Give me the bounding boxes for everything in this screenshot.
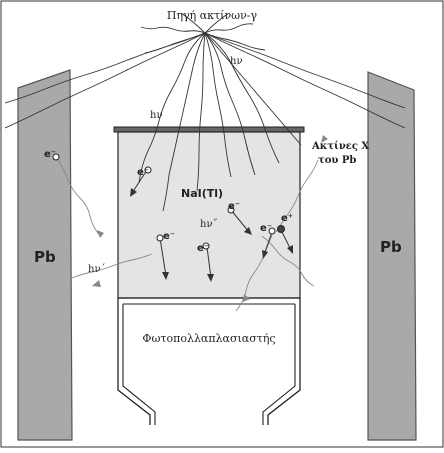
lead-shield-left [17, 69, 73, 441]
nai-crystal [117, 131, 301, 299]
detector-top-cap [113, 126, 305, 133]
source-label: Πηγή ακτίνων-γ [167, 9, 258, 22]
crystal-label: NaI(Tl) [181, 187, 223, 200]
electron-label-a: e⁻ [137, 167, 149, 178]
photon-label-hv-prime: hν´ [88, 264, 106, 275]
interaction-points [52, 153, 276, 250]
photon-label-hv1: hν [150, 110, 163, 121]
positron-point [277, 225, 285, 233]
photomultiplier-label: Φωτοπολλαπλασιαστής [142, 332, 275, 345]
xray-label-line2: του Pb [318, 155, 356, 166]
lead-shield-right [367, 71, 417, 441]
lead-left-label: Pb [34, 248, 56, 266]
gamma-rays-outward [4, 32, 406, 146]
electron-label-lead: e⁻ [44, 149, 56, 160]
electron-track-arrowheads [130, 188, 293, 282]
xray-label-line1: Ακτίνες X [311, 141, 369, 152]
scattered-ray-arrowheads [92, 135, 328, 302]
lead-right-label: Pb [380, 238, 402, 256]
gamma-rays-into-crystal [138, 32, 280, 212]
electron-label-d: e⁻ [197, 243, 209, 254]
electron-label-b: e⁻ [163, 231, 175, 242]
photomultiplier-inner-walls [122, 304, 296, 425]
positron-label: e⁺ [281, 213, 293, 224]
photon-label-hv-double-prime: hν˝ [200, 219, 218, 230]
electron-label-e: e⁻ [260, 223, 272, 234]
photomultiplier-walls [117, 298, 301, 425]
photon-label-hv2: hν [230, 56, 243, 67]
electron-label-c: e⁻ [228, 201, 240, 212]
